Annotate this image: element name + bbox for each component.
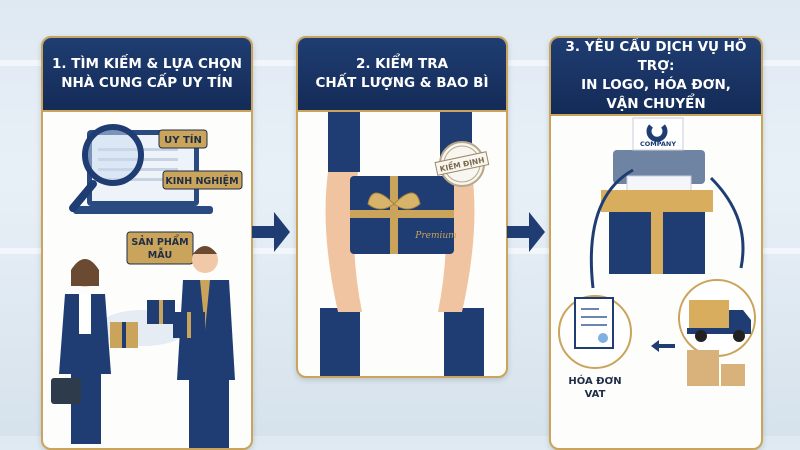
sleeve [328, 112, 360, 172]
gift-box-icon [601, 190, 713, 274]
speech-bubble-san-pham-mau: SẢN PHẨM MẪU [126, 231, 194, 265]
step-1-header: 1. TÌM KIẾM & LỰA CHỌN NHÀ CUNG CẤP UY T… [43, 38, 251, 112]
step-1-title-line: NHÀ CUNG CẤP UY TÍN [61, 75, 233, 91]
cardboard-boxes [687, 350, 745, 386]
svg-text:SẢN PHẨM: SẢN PHẨM [131, 235, 188, 248]
businessman [177, 246, 235, 448]
sleeve [320, 308, 360, 376]
svg-text:MẪU: MẪU [148, 248, 173, 261]
briefcase-icon [51, 378, 81, 404]
step-2-panel: 2. KIỂM TRA CHẤT LƯỢNG & BAO BÌ Premium … [296, 36, 508, 378]
invoice-icon [574, 297, 614, 349]
step-3-header: 3. YÊU CẦU DỊCH VỤ HỖ TRỢ: IN LOGO, HÓA … [551, 38, 761, 116]
businesswoman [51, 259, 111, 444]
step-1-illustration: UY TÍN KINH NGHIỆM SẢN PHẨM MẪU [51, 124, 243, 448]
step-2-header: 2. KIỂM TRA CHẤT LƯỢNG & BAO BÌ [298, 38, 506, 112]
stamp-icon: KIỂM ĐỊNH [434, 141, 490, 187]
cycle-arrow [709, 176, 745, 269]
step-3-illustration: COMPANY HÓA ĐƠN VAT [558, 117, 756, 400]
step-1-panel: 1. TÌM KIẾM & LỰA CHỌN NHÀ CUNG CẤP UY T… [41, 36, 253, 450]
arrow-right-icon [507, 212, 545, 252]
speech-bubble-kinh-nghiem: KINH NGHIỆM [162, 170, 243, 190]
svg-text:UY TÍN: UY TÍN [164, 133, 202, 146]
step-3-title-line: 3. YÊU CẦU DỊCH VỤ HỖ TRỢ: [565, 39, 747, 74]
magnifier-icon [69, 124, 144, 212]
sleeve [444, 308, 484, 376]
speech-bubble-uy-tin: UY TÍN [158, 129, 208, 149]
invoice-label: HÓA ĐƠN [568, 374, 621, 387]
svg-text:KINH NGHIỆM: KINH NGHIỆM [165, 176, 238, 187]
premium-label: Premium [414, 231, 456, 241]
invoice-label: VAT [585, 389, 606, 400]
gift-box-icon [110, 300, 205, 348]
arrow-right-icon [252, 212, 290, 252]
step-3-title-line: IN LOGO, HÓA ĐƠN, [581, 77, 731, 93]
step-3-panel: 3. YÊU CẦU DỊCH VỤ HỖ TRỢ: IN LOGO, HÓA … [549, 36, 763, 450]
company-logo-text: COMPANY [640, 140, 676, 148]
gift-box-icon: Premium [350, 176, 457, 254]
step-2-illustration: Premium KIỂM ĐỊNH [320, 112, 490, 376]
step-2-title-line: 2. KIỂM TRA [355, 56, 449, 72]
printer-icon: COMPANY [613, 117, 705, 195]
step-2-title-line: CHẤT LƯỢNG & BAO BÌ [315, 75, 489, 91]
step-3-title-line: VẬN CHUYỂN [606, 96, 706, 112]
cycle-arrow [589, 168, 634, 289]
step-1-title-line: 1. TÌM KIẾM & LỰA CHỌN [52, 56, 242, 72]
truck-icon [687, 300, 751, 342]
